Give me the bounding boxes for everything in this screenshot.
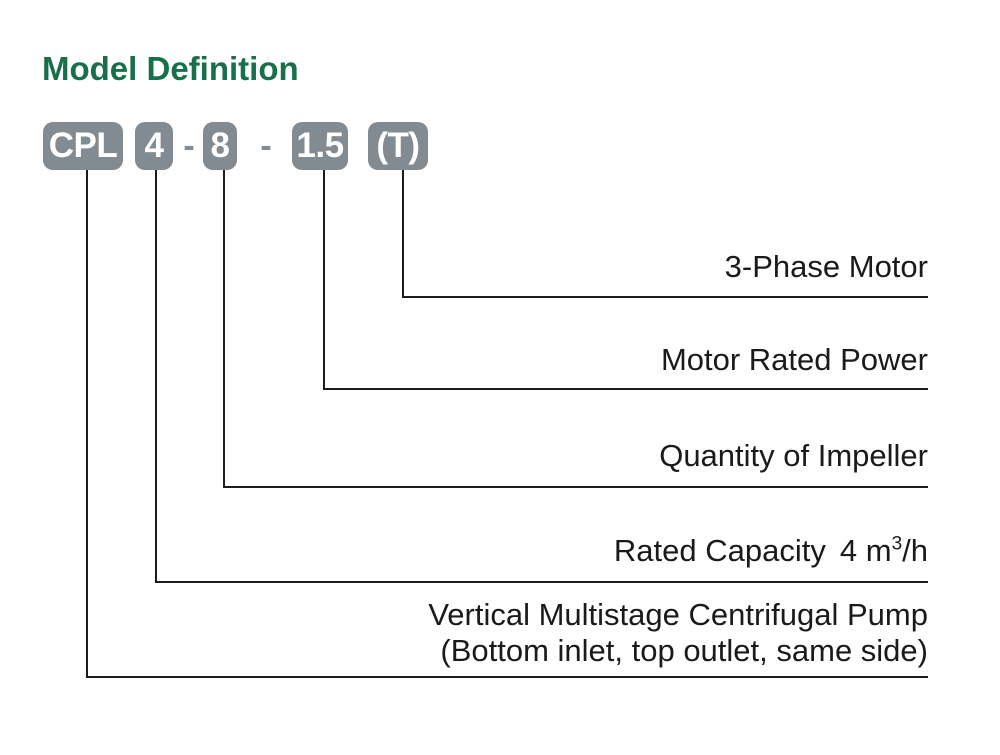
model-segment-capacity: 4	[135, 122, 173, 170]
connector-vline-cpl	[86, 170, 88, 678]
connector-hline-cpl	[86, 676, 928, 678]
callout-pump-type: Vertical Multistage Centrifugal Pump (Bo…	[428, 597, 928, 669]
connector-vline-phase	[402, 170, 404, 298]
pump-type-line2: (Bottom inlet, top outlet, same side)	[440, 633, 928, 668]
model-segment-impellers: 8	[203, 122, 237, 170]
model-segment-series-cpl: CPL	[43, 122, 123, 170]
connector-vline-power	[323, 170, 325, 390]
callout-motor-rated-power: Motor Rated Power	[660, 342, 928, 377]
connector-vline-impellers	[223, 170, 225, 488]
model-segment-power: 1.5	[292, 122, 348, 170]
rated-capacity-value: 4 m	[839, 533, 892, 568]
model-separator-dash: -	[183, 126, 195, 165]
page-title: Model Definition	[42, 50, 299, 87]
connector-hline-capacity	[155, 581, 928, 583]
connector-hline-power	[323, 388, 928, 390]
callout-quantity-of-impeller: Quantity of Impeller	[659, 438, 928, 473]
connector-vline-capacity	[155, 170, 157, 583]
callout-3-phase-motor: 3-Phase Motor	[724, 249, 928, 284]
model-segment-phase: (T)	[368, 122, 428, 170]
rated-capacity-superscript: 3	[891, 533, 903, 555]
connector-hline-phase	[402, 296, 928, 298]
callout-rated-capacity: Rated Capacity 4 m3/h	[614, 532, 928, 570]
connector-hline-impellers	[223, 486, 928, 488]
model-separator-dash: -	[260, 126, 272, 165]
rated-capacity-unit: /h	[902, 533, 928, 568]
rated-capacity-label: Rated Capacity	[613, 533, 826, 568]
pump-type-line1: Vertical Multistage Centrifugal Pump	[428, 597, 928, 632]
